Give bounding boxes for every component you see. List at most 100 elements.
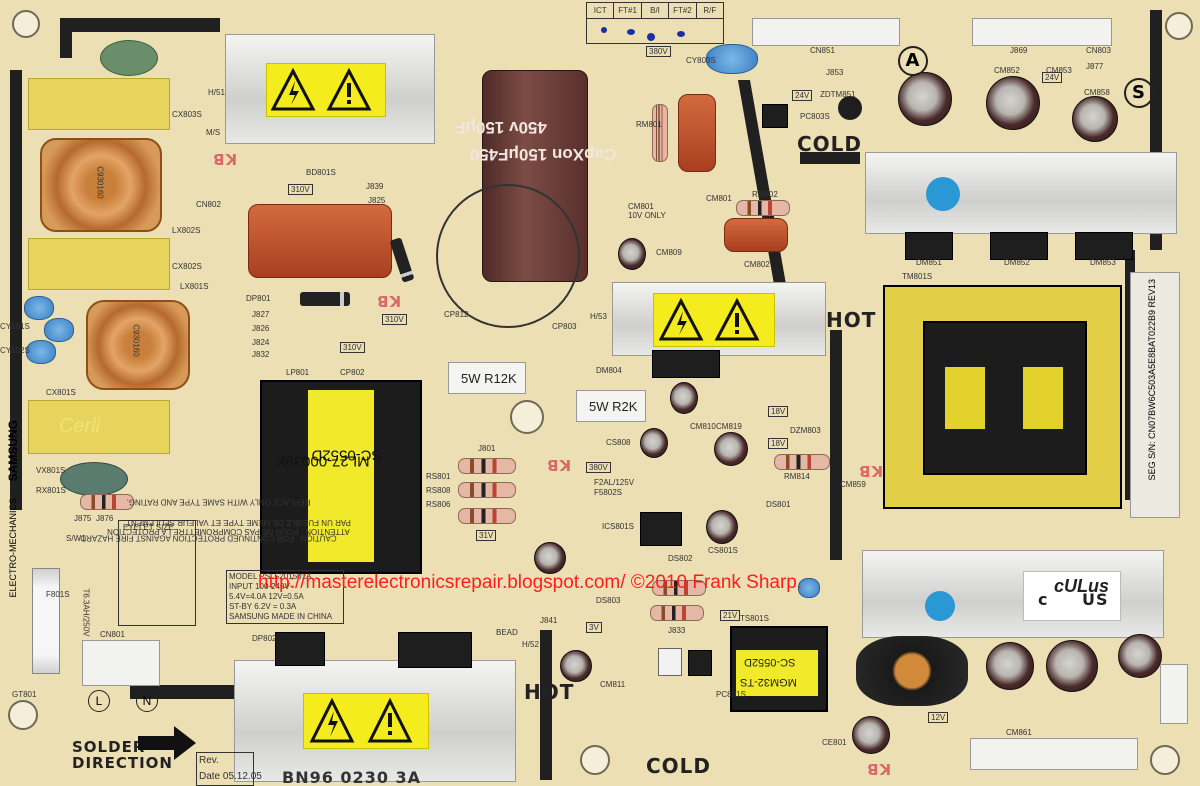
ref-cn803: CN803 [1086, 46, 1111, 55]
ref-j853: J853 [826, 68, 844, 77]
cm801-film-capacitor [678, 94, 716, 172]
kb-mark-2: KB [376, 292, 402, 310]
capacitor-outline-circle [436, 184, 580, 328]
seg-serial: SEG S/N: CN07BW6C503A5E8BAT022B9 REV13 [1147, 279, 1157, 481]
ref-cm858: CM858 [1084, 88, 1110, 97]
zdtm851-transistor [838, 96, 862, 120]
rs806-resistor [458, 508, 516, 524]
yellow-cap-mark: Cerli [59, 415, 101, 437]
ref-cp803: CP803 [552, 322, 577, 331]
resistor-right-label: 5W R2K [589, 399, 638, 414]
ref-cx802s: CX802S [172, 262, 202, 271]
watermark-text: http://masterelectronicsrepair.blogspot.… [258, 572, 803, 593]
cy801s-capacitor [24, 296, 54, 320]
ref-cm811: CM811 [600, 680, 626, 689]
transformer-core [923, 321, 1087, 475]
ref-j827: J827 [252, 310, 270, 319]
rx801s-resistor [80, 494, 134, 510]
ref-j801: J801 [478, 444, 496, 453]
cm802-film-capacitor [724, 218, 788, 252]
cn861-connector[interactable] [970, 738, 1138, 770]
input-line: INPUT 100-240V~ [229, 582, 295, 591]
note-310v-b: 310V [382, 314, 407, 325]
ref-j826: J826 [252, 324, 270, 333]
mounting-hole-tr [1165, 12, 1193, 40]
trace-mid-right [830, 330, 842, 560]
cx803s-capacitor [28, 78, 170, 130]
resistor-left-label: 5W R12K [461, 371, 517, 386]
cn851-connector[interactable] [752, 18, 900, 46]
ref-f2al: F2AL/125V [594, 478, 635, 487]
note-310v-c: 310V [340, 342, 365, 353]
tiny-line1: MGM32-TS [740, 676, 797, 688]
note-310v-a: 310V [288, 184, 313, 195]
cy802s-capacitor [44, 318, 74, 342]
f801s-fuse [32, 568, 60, 674]
qc-dot-2 [627, 29, 635, 35]
ref-cs801s: CS801S [708, 546, 738, 555]
ref-dm853: DM853 [1090, 258, 1116, 267]
letter-a-circle: A [898, 46, 928, 76]
side-connector[interactable] [1160, 664, 1188, 724]
trace-top-left [60, 18, 72, 58]
warning-label-2 [653, 293, 775, 347]
cn801-connector[interactable] [82, 640, 160, 686]
cm858-capacitor [986, 642, 1034, 690]
secondary-heatsink-top [865, 152, 1177, 234]
trace-left [10, 70, 22, 510]
mounting-hole-br [1150, 745, 1180, 775]
ref-cm801: CM801 [706, 194, 732, 203]
ref-cp812: CP812 [444, 310, 469, 319]
j869-connector[interactable] [972, 18, 1112, 46]
ref-t6: T6.3AH/250V [81, 588, 91, 637]
blue-dot-marker-2 [925, 591, 955, 621]
letter-l: L [95, 694, 103, 708]
ref-j825: J825 [368, 196, 386, 205]
ref-cold-note: CM801 10V ONLY [628, 202, 666, 220]
cs808-capacitor [640, 428, 668, 458]
ref-h51: H/51 [208, 88, 225, 97]
tm801s-transformer [883, 285, 1122, 509]
qc-dot-4 [677, 31, 685, 37]
dm853-diode [1075, 232, 1133, 260]
capacitor-text-left: 450v 150μF [455, 117, 547, 137]
ref-rm802: RM802 [752, 190, 778, 199]
warning-label-1 [266, 63, 386, 117]
hot-label-bottom: HOT [524, 680, 575, 704]
table-header-ft2: FT#2 [669, 3, 697, 18]
ref-cm853: CM853 [1046, 66, 1072, 75]
ref-cm852: CM852 [994, 66, 1020, 75]
ref-cy803s: CY803S [686, 56, 716, 65]
ds803-resistor [652, 580, 706, 596]
ref-cm802: CM802 [744, 260, 770, 269]
letter-s: S [1132, 82, 1146, 103]
output-choke [856, 636, 968, 706]
cold-label-top: COLD [797, 132, 863, 156]
ref-lx802s: LX802S [172, 226, 201, 235]
ref-cy802s: CY802S [0, 346, 30, 355]
ref-rs808: RS808 [426, 486, 451, 495]
cp801-film-capacitor [248, 204, 392, 278]
out-line1: 5.4V=4.0A 12V=0.5A [229, 592, 304, 601]
kb-mark-1: KB [212, 150, 238, 168]
ref-ds802: DS802 [668, 554, 693, 563]
vx801s-varistor [60, 462, 128, 496]
rev-date-box: Rev. Date 05.12.05 [196, 752, 262, 786]
ref-f5802s: F5802S [594, 488, 623, 497]
mounting-hole-tl [12, 10, 40, 38]
hot-label-mid: HOT [826, 308, 877, 332]
dm851-diode [905, 232, 953, 260]
ref-lp801: LP801 [286, 368, 310, 377]
ref-cy801s: CY801S [0, 322, 30, 331]
ref-cm810: CM810 [690, 422, 716, 431]
ref-tm801s: TM801S [902, 272, 933, 281]
rev-text: Rev. [199, 755, 219, 766]
ref-cm859: CM859 [840, 480, 866, 489]
pc803s-optocoupler [762, 104, 788, 128]
ref-bd801s: BD801S [306, 168, 336, 177]
ref-cn801: CN801 [100, 630, 125, 639]
letter-n-circle: N [136, 690, 158, 712]
ref-dm852: DM852 [1004, 258, 1030, 267]
date-text: Date 05.12.05 [199, 771, 262, 782]
ref-fuse: F801S [46, 590, 70, 599]
